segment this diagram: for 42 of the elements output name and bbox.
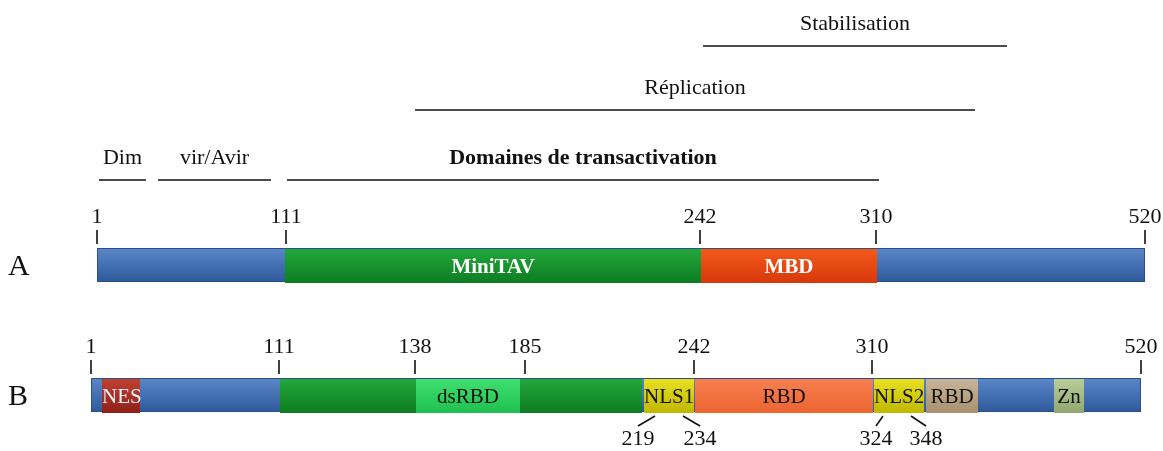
position-number: 185 xyxy=(508,335,542,357)
position-number: 1 xyxy=(91,205,103,227)
row-label: B xyxy=(8,380,28,410)
domain-label: RBD xyxy=(761,385,807,407)
position-number: 234 xyxy=(683,427,717,449)
position-number: 242 xyxy=(677,335,711,357)
range-label: Réplication xyxy=(644,76,746,98)
domain-segment xyxy=(285,249,701,283)
position-number: 310 xyxy=(855,335,889,357)
position-number: 111 xyxy=(263,335,295,357)
position-number: 138 xyxy=(398,335,432,357)
domain-segment xyxy=(644,379,694,413)
domain-label: Zn xyxy=(1056,385,1082,407)
position-number: 324 xyxy=(859,427,893,449)
domain-segment xyxy=(695,379,873,413)
protein-bar xyxy=(91,378,1141,412)
position-number: 219 xyxy=(621,427,655,449)
position-number: 520 xyxy=(1128,205,1162,227)
domain-label: NLS2 xyxy=(874,385,924,407)
position-number: 242 xyxy=(683,205,717,227)
position-number: 310 xyxy=(859,205,893,227)
domain-label: dsRBD xyxy=(436,385,500,407)
range-label: vir/Avir xyxy=(179,146,250,168)
domain-segment xyxy=(280,379,642,413)
domain-segment xyxy=(1054,379,1084,413)
range-label: Stabilisation xyxy=(800,12,910,34)
domain-segment xyxy=(874,379,924,413)
domain-segment xyxy=(416,379,520,413)
domain-segment xyxy=(926,379,978,413)
domain-label: NLS1 xyxy=(644,385,694,407)
domain-label: MBD xyxy=(763,255,815,277)
protein-bar xyxy=(97,248,1145,282)
position-number: 348 xyxy=(909,427,943,449)
domain-label: MiniTAV xyxy=(450,255,536,277)
position-number: 111 xyxy=(270,205,302,227)
position-number: 1 xyxy=(85,335,97,357)
range-label: Domaines de transactivation xyxy=(449,146,717,168)
domain-segment xyxy=(701,249,877,283)
domain-label: RBD xyxy=(929,385,975,407)
row-label: A xyxy=(8,250,30,280)
position-number: 520 xyxy=(1124,335,1158,357)
range-label: Dim xyxy=(102,146,143,168)
